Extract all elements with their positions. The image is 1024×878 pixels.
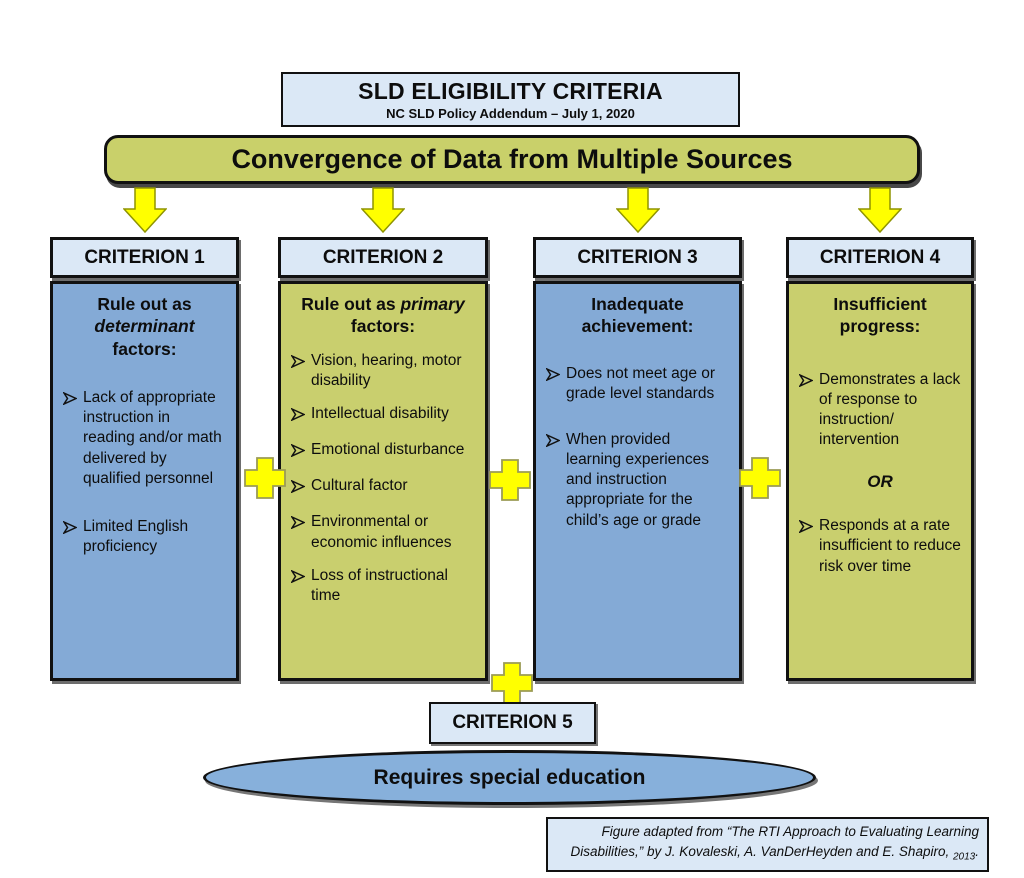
list-item: Environmental or economic influences	[290, 512, 475, 552]
plus-connector-icon	[244, 457, 286, 499]
arrow-bullet-icon	[62, 391, 78, 411]
down-arrow-icon	[616, 187, 660, 233]
criterion-1-header: CRITERION 1	[50, 237, 239, 278]
criterion-1-heading: Rule out as determinant factors:	[94, 294, 195, 359]
list-item: When provided learning experiences and i…	[545, 430, 729, 531]
or-divider: OR	[867, 472, 893, 492]
list-item: Emotional disturbance	[290, 440, 475, 463]
arrow-bullet-icon	[798, 373, 814, 393]
citation-box: Figure adapted from “The RTI Approach to…	[546, 817, 989, 872]
criterion-1-panel: Rule out as determinant factors: Lack of…	[50, 281, 239, 681]
list-item: Vision, hearing, motor disability	[290, 351, 475, 391]
arrow-bullet-icon	[290, 515, 306, 535]
list-item: Responds at a rate insufficient to reduc…	[798, 516, 961, 576]
down-arrow-icon	[123, 187, 167, 233]
list-item: Lack of appropriate instruction in readi…	[62, 388, 226, 489]
convergence-banner: Convergence of Data from Multiple Source…	[104, 135, 920, 184]
criterion-3-header: CRITERION 3	[533, 237, 742, 278]
citation-text: Figure adapted from “The RTI Approach to…	[570, 824, 979, 859]
criterion-4-heading: Insufficient progress:	[833, 294, 927, 337]
down-arrow-icon	[361, 187, 405, 233]
arrow-bullet-icon	[290, 569, 306, 589]
plus-connector-icon	[489, 459, 531, 501]
criterion-3-heading: Inadequate achievement:	[581, 294, 694, 337]
criterion-5-label: CRITERION 5	[452, 712, 573, 733]
criterion-3-label: CRITERION 3	[577, 246, 698, 268]
outcome-ellipse: Requires special education	[203, 750, 816, 805]
criterion-2-panel: Rule out as primary factors: Vision, hea…	[278, 281, 488, 681]
criterion-2-header: CRITERION 2	[278, 237, 488, 278]
list-item: Demonstrates a lack of response to instr…	[798, 370, 961, 451]
criterion-2-label: CRITERION 2	[322, 246, 444, 268]
arrow-bullet-icon	[290, 479, 306, 499]
arrow-bullet-icon	[290, 407, 306, 427]
down-arrow-icon	[858, 187, 902, 233]
convergence-banner-label: Convergence of Data from Multiple Source…	[231, 144, 793, 174]
list-item: Intellectual disability	[290, 404, 475, 427]
list-item: Cultural factor	[290, 476, 475, 499]
criterion-4-label: CRITERION 4	[819, 246, 941, 268]
plus-connector-icon	[739, 457, 781, 499]
arrow-bullet-icon	[290, 354, 306, 374]
list-item: Limited English proficiency	[62, 517, 226, 557]
criterion-1-label: CRITERION 1	[84, 246, 205, 268]
arrow-bullet-icon	[545, 367, 561, 387]
plus-connector-icon	[491, 662, 533, 704]
criterion-2-heading: Rule out as primary factors:	[301, 294, 465, 337]
list-item: Does not meet age or grade level standar…	[545, 364, 729, 404]
title-box: SLD ELIGIBILITY CRITERIA NC SLD Policy A…	[281, 72, 740, 127]
criterion-5-header: CRITERION 5	[429, 702, 596, 744]
list-item: Loss of instructional time	[290, 566, 475, 606]
outcome-label: Requires special education	[373, 765, 646, 789]
citation-year: 2013	[952, 851, 976, 863]
criterion-4-panel: Insufficient progress: Demonstrates a la…	[786, 281, 974, 681]
criterion-3-panel: Inadequate achievement: Does not meet ag…	[533, 281, 742, 681]
page-subtitle: NC SLD Policy Addendum – July 1, 2020	[386, 106, 635, 121]
arrow-bullet-icon	[545, 433, 561, 453]
arrow-bullet-icon	[798, 519, 814, 539]
arrow-bullet-icon	[290, 443, 306, 463]
criterion-4-header: CRITERION 4	[786, 237, 974, 278]
page-title: SLD ELIGIBILITY CRITERIA	[358, 78, 663, 104]
arrow-bullet-icon	[62, 520, 78, 540]
